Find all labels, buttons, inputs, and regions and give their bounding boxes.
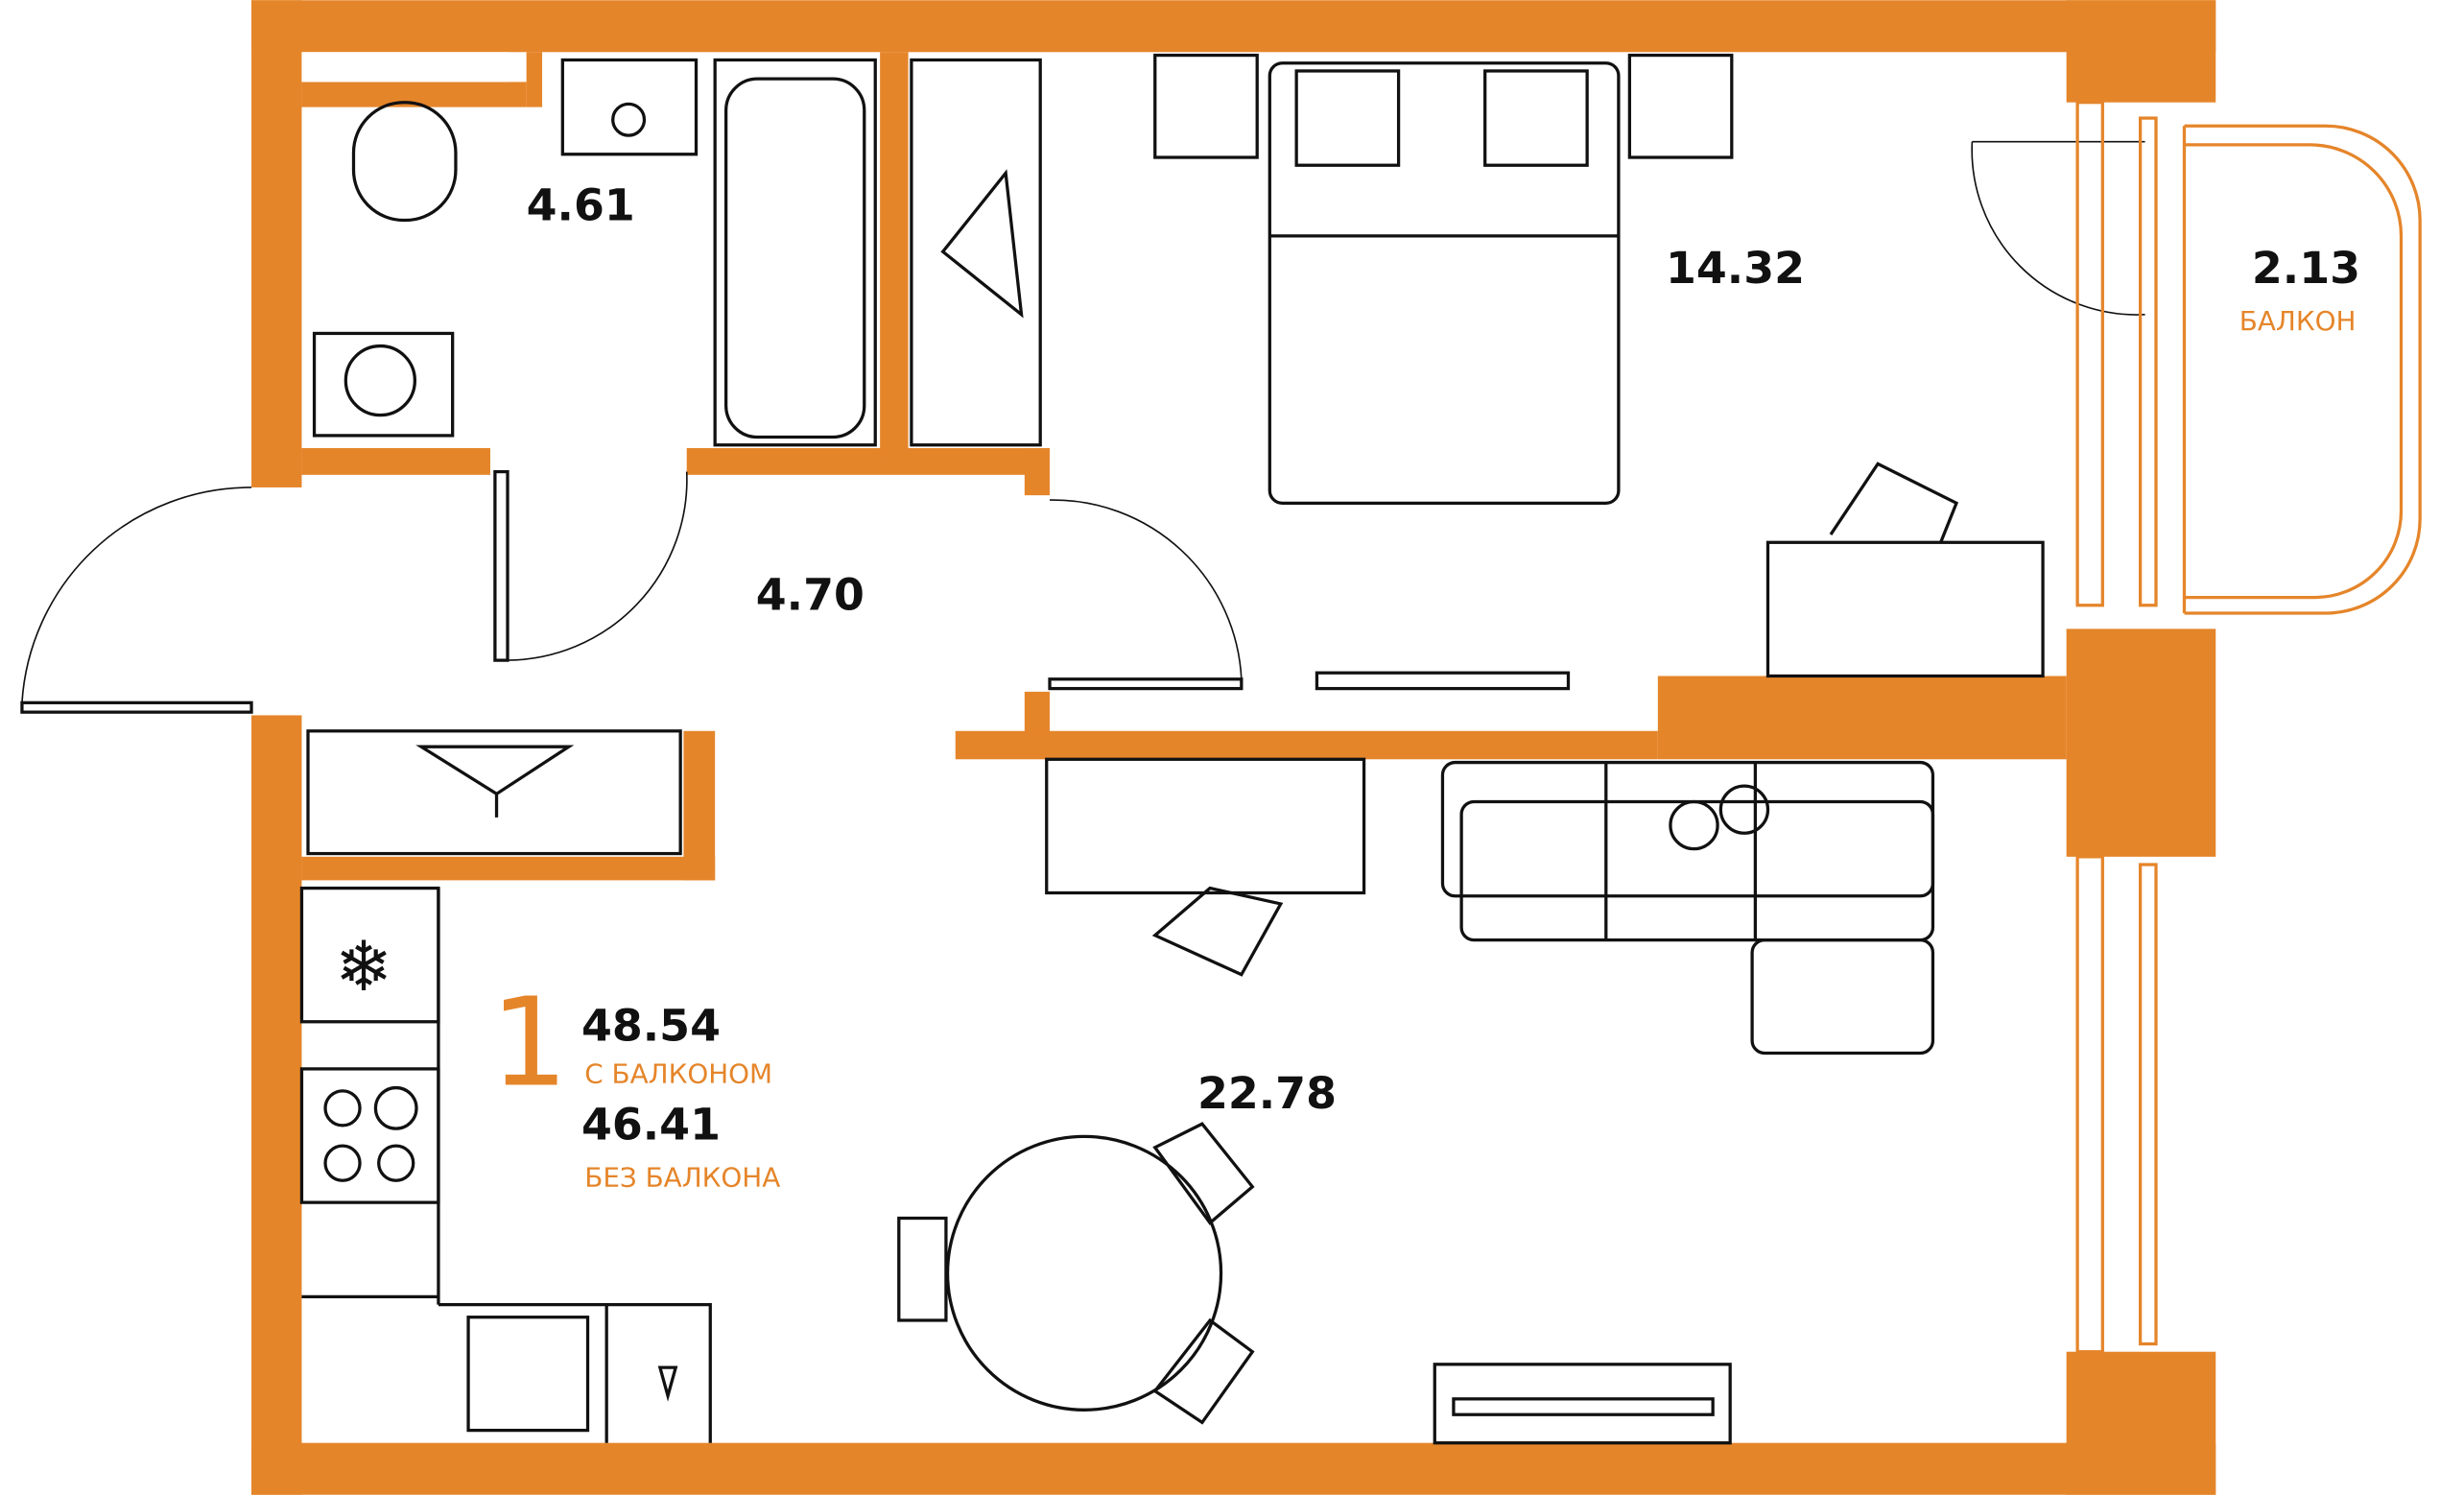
bathroom-area: 4.61 [527,179,635,231]
rooms-count: 1 [490,971,568,1114]
balcony [2075,101,2422,1354]
total-without-balcony: 46.41 [581,1099,721,1151]
furniture: ❄ [299,53,2045,1445]
balcony-area: 2.13 [2252,242,2360,294]
bedroom-area: 14.32 [1666,242,1805,294]
without-balcony-label: БЕЗ БАЛКОНА [584,1162,780,1194]
snowflake-icon: ❄ [335,929,392,1006]
living-area: 22.78 [1197,1067,1337,1119]
hallway-area: 4.70 [756,569,865,621]
with-balcony-label: С БАЛКОНОМ [584,1058,772,1090]
total-with-balcony: 48.54 [581,999,721,1051]
balcony-label: БАЛКОН [2239,305,2357,337]
doors [20,140,2145,714]
